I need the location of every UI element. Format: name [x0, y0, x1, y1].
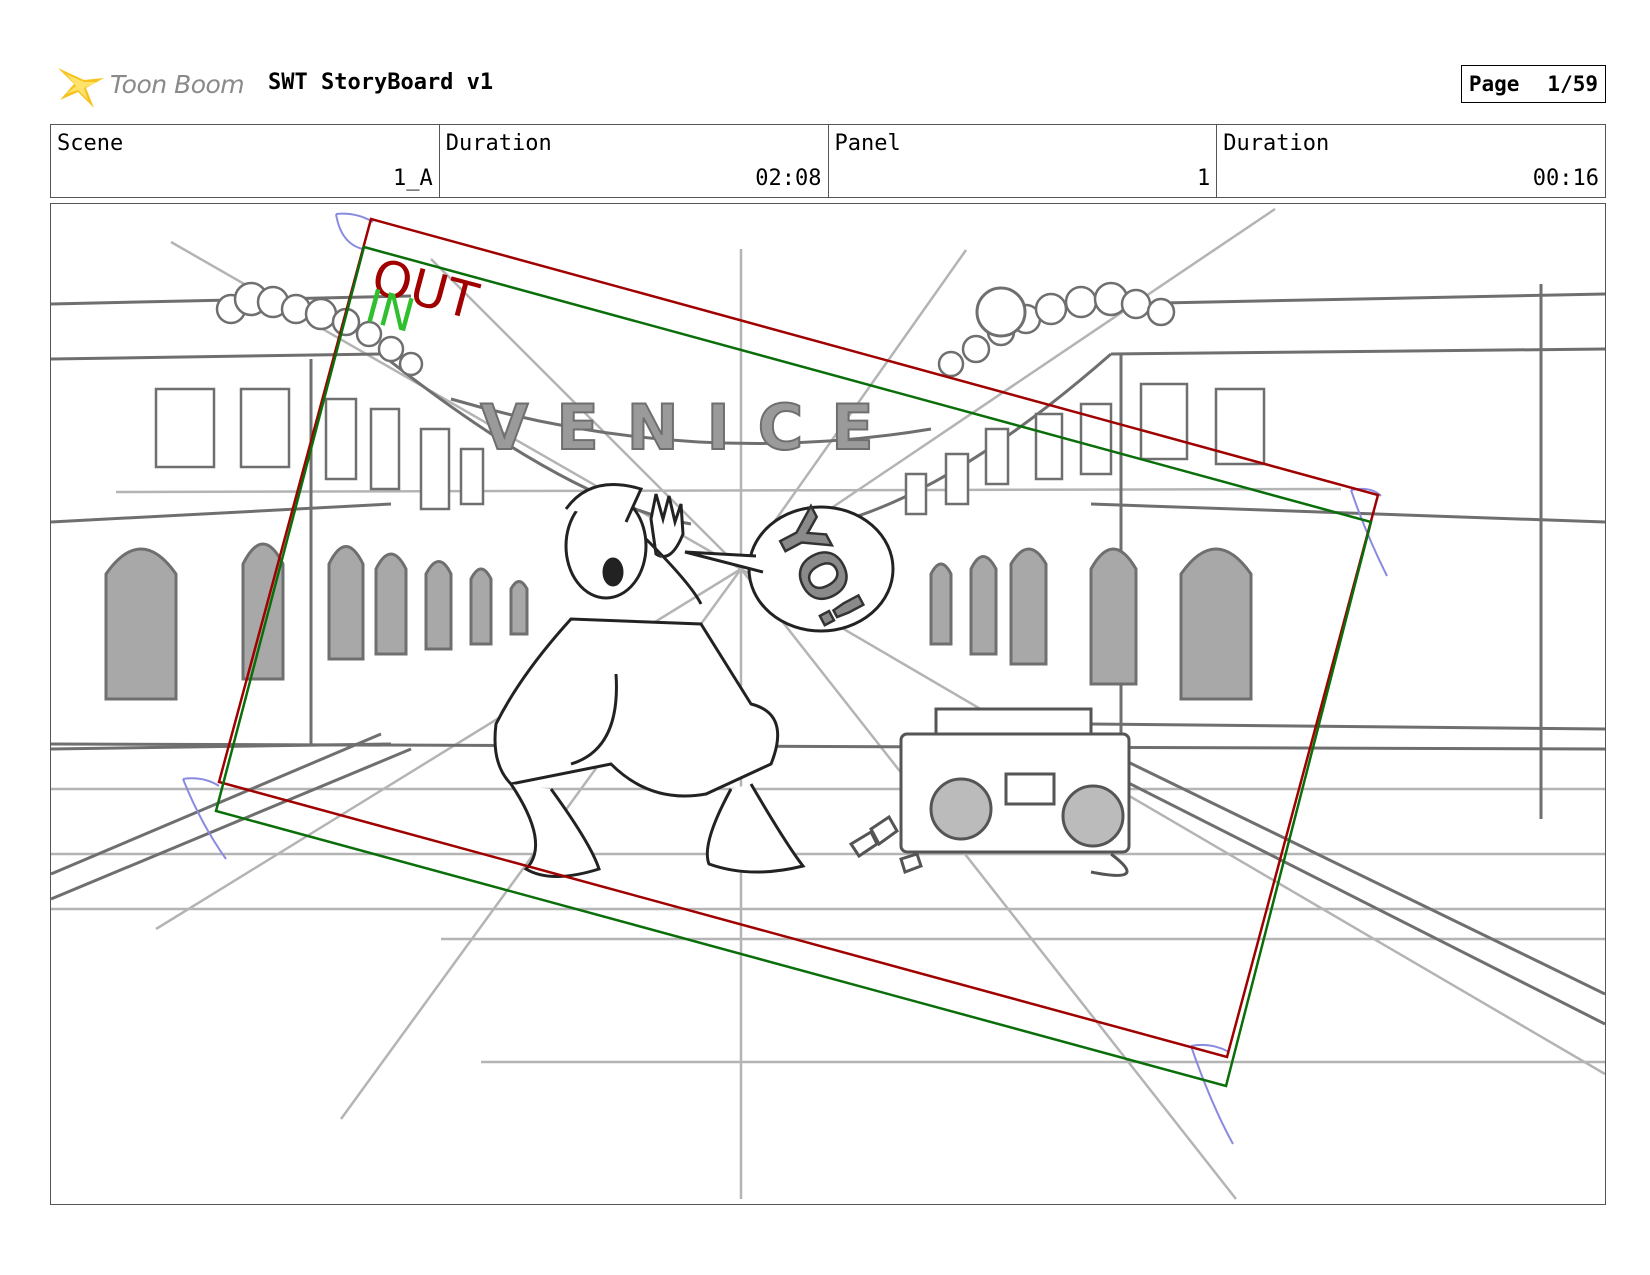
sun: [975, 286, 1027, 338]
sparkle-icon: [58, 68, 104, 108]
logo-text: Toon Boom: [110, 70, 245, 99]
panel-label: Panel: [834, 131, 901, 156]
toon-boom-logo: Toon Boom: [54, 60, 254, 110]
scene-value: 1_A: [393, 166, 433, 191]
panel-duration-cell: Duration 00:16: [1217, 125, 1605, 197]
window-shutters: [154, 382, 1266, 516]
camera-out-frame[interactable]: [217, 217, 1380, 1059]
scene-label: Scene: [57, 131, 124, 156]
panel-drawing: VENICE: [51, 207, 1605, 1200]
panel-duration-label: Duration: [1223, 131, 1330, 156]
panel-cell: Panel 1: [829, 125, 1218, 197]
scene-cell: Scene 1_A: [51, 125, 440, 197]
character: [493, 483, 806, 878]
venice-banner-text: VENICE: [480, 391, 901, 464]
page-indicator: Page 1/59: [1460, 65, 1606, 103]
panel-value: 1: [1197, 166, 1211, 191]
boombox: [848, 707, 1131, 877]
venice-banner: VENICE: [450, 390, 932, 465]
page-label: Page: [1468, 72, 1520, 96]
scene-duration-label: Duration: [445, 131, 552, 156]
scene-info-table: Scene 1_A Duration 02:08 Panel 1 Duratio…: [50, 124, 1606, 198]
header: Toon Boom SWT StoryBoard v1 Page 1/59: [50, 60, 1606, 110]
arches: [104, 542, 1253, 701]
perspective-guides: [51, 207, 1605, 1200]
scene-duration-cell: Duration 02:08: [440, 125, 829, 197]
scene-duration-value: 02:08: [755, 166, 822, 191]
speech-bubble: YO!: [684, 499, 895, 641]
page-number: 1/59: [1547, 72, 1598, 96]
storyboard-title: SWT StoryBoard v1: [268, 70, 494, 95]
panel-duration-value: 00:16: [1532, 166, 1599, 191]
storyboard-panel[interactable]: VENICE: [50, 203, 1606, 1205]
camera-in-frame[interactable]: [214, 245, 1373, 1088]
